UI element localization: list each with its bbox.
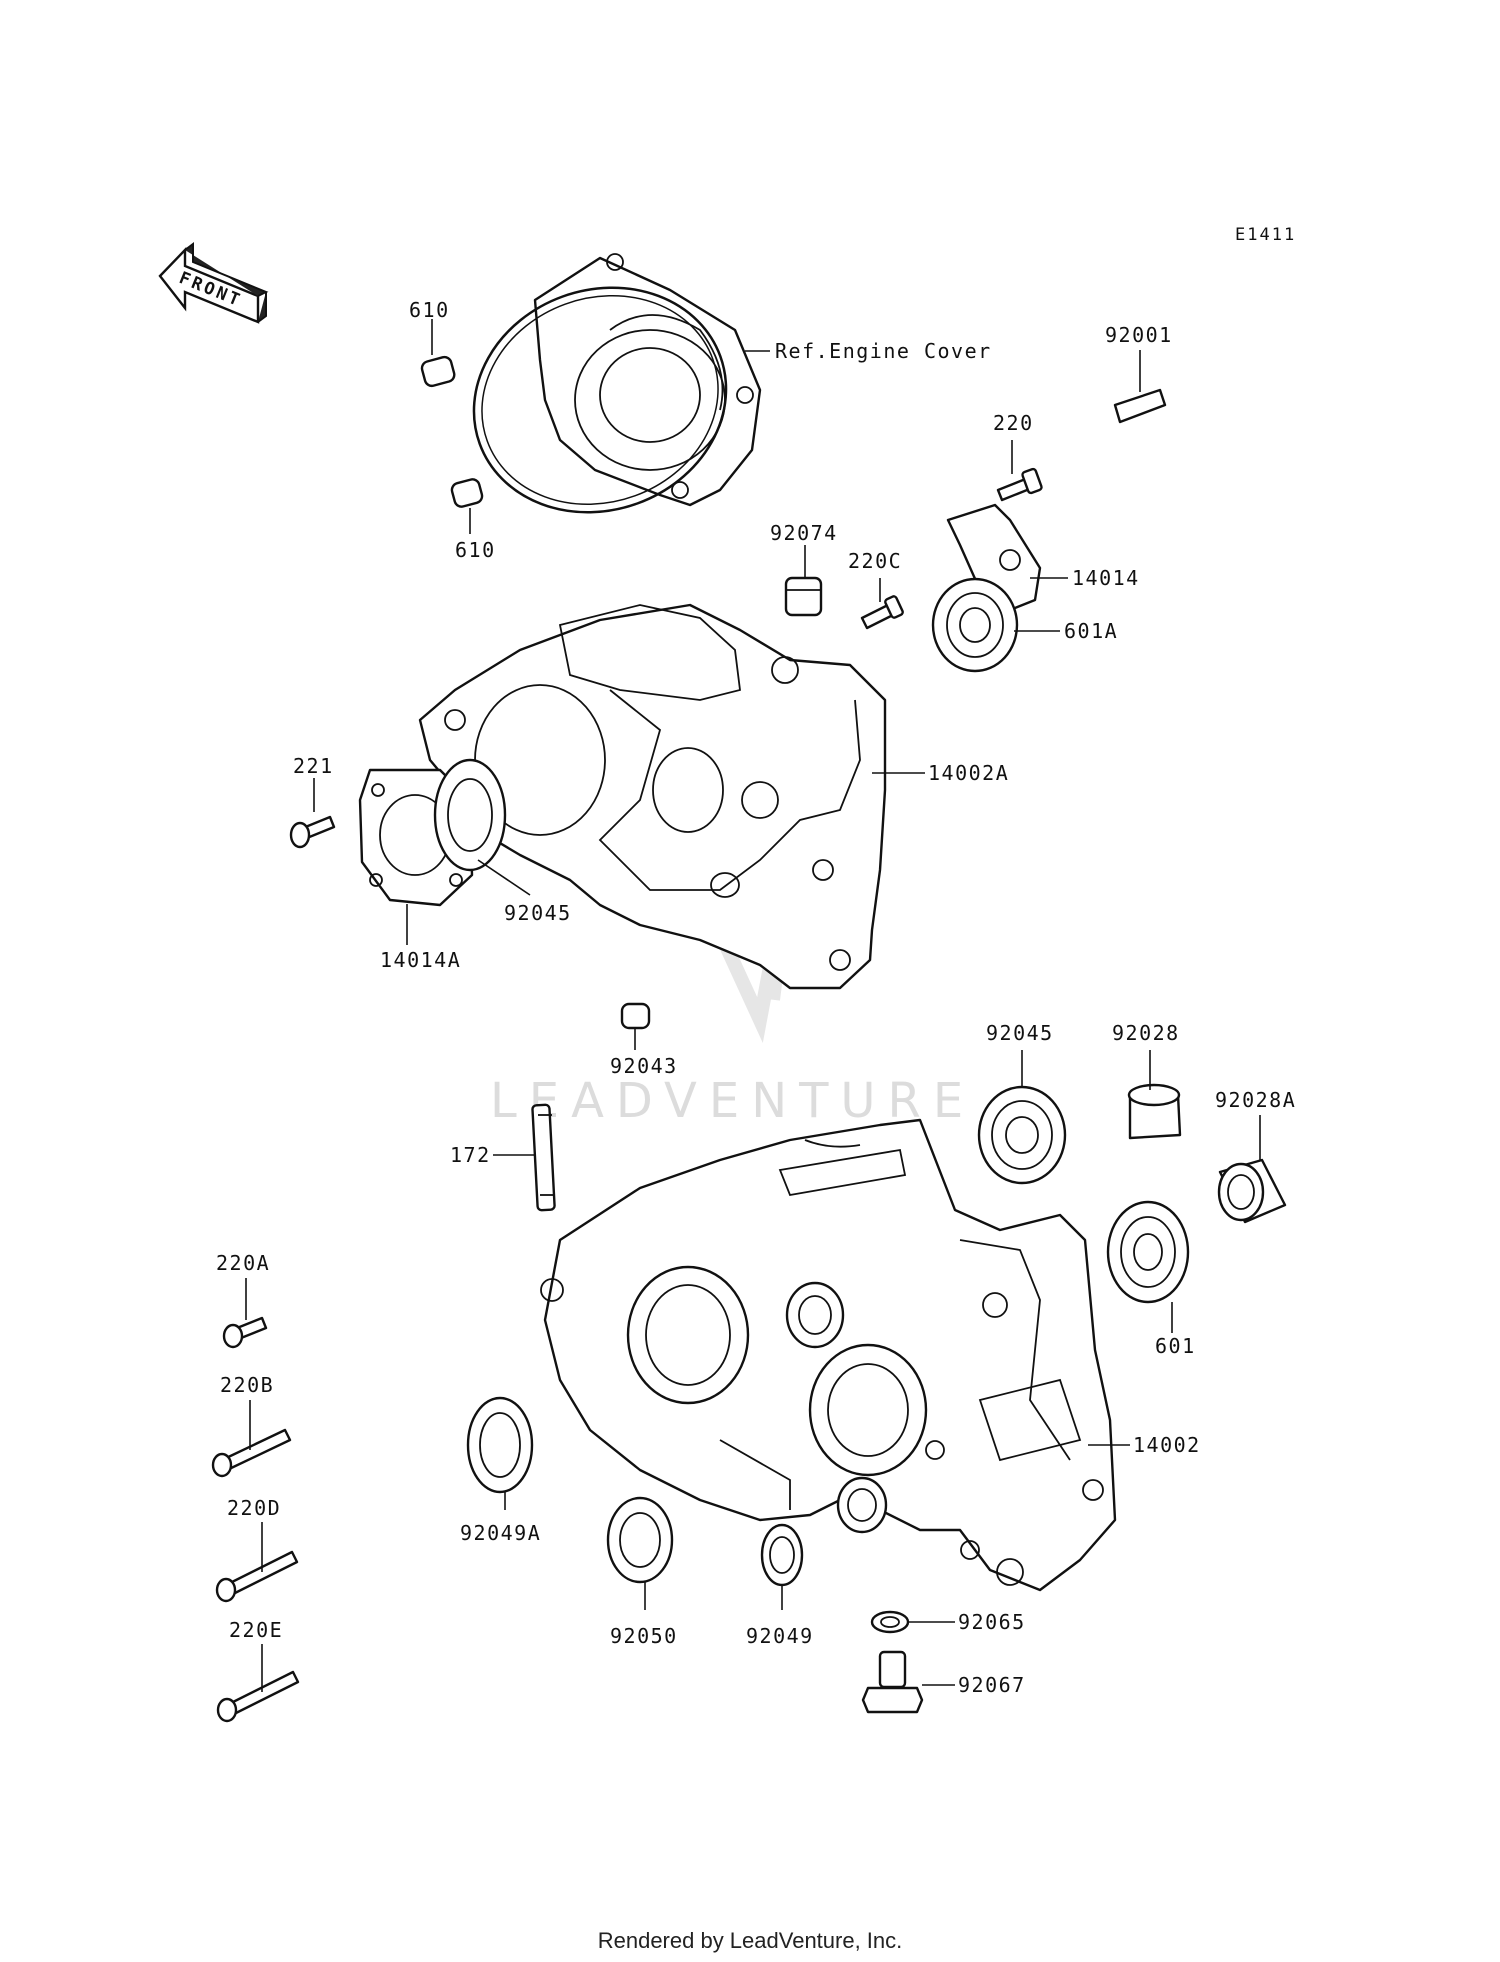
label-221: 221 (293, 754, 334, 778)
crankcase-half-14002 (540, 1118, 1130, 1592)
oil-seal-92049a (466, 1396, 534, 1510)
front-arrow-icon: FRONT (158, 242, 269, 324)
oil-seal-92050 (606, 1496, 674, 1610)
cap-92074 (784, 545, 823, 617)
reference-label: Ref.Engine Cover (775, 339, 992, 363)
label-220: 220 (993, 411, 1034, 435)
label-92028a: 92028A (1215, 1088, 1296, 1112)
label-92045-lower: 92045 (986, 1021, 1054, 1045)
bearing-601a (931, 577, 1060, 673)
label-14014: 14014 (1072, 566, 1140, 590)
label-14002a: 14002A (928, 761, 1009, 785)
stud-172 (493, 1103, 556, 1212)
label-220e: 220E (229, 1618, 283, 1642)
label-92001: 92001 (1105, 323, 1173, 347)
cap-92028 (1127, 1050, 1182, 1140)
label-601: 601 (1155, 1334, 1196, 1358)
label-220b: 220B (220, 1373, 274, 1397)
dowel-pin-610-bottom (450, 478, 484, 534)
drain-plug-92067 (861, 1650, 955, 1714)
dowel-pin-610-top (420, 319, 456, 388)
label-92074: 92074 (770, 521, 838, 545)
bushing-92028a (1217, 1115, 1287, 1224)
fitting-92001 (1113, 350, 1167, 424)
screw-221 (289, 778, 336, 849)
label-14002: 14002 (1133, 1433, 1201, 1457)
label-92050: 92050 (610, 1624, 678, 1648)
watermark-text: LEADVENTURE (490, 1073, 975, 1129)
oil-seal-92049 (760, 1523, 804, 1610)
label-610-bottom: 610 (455, 538, 496, 562)
bolt-220d (215, 1522, 299, 1603)
bolt-220 (996, 440, 1043, 502)
label-601a: 601A (1064, 619, 1118, 643)
label-92028: 92028 (1112, 1021, 1180, 1045)
label-92049: 92049 (746, 1624, 814, 1648)
label-220a: 220A (216, 1251, 270, 1275)
label-92067: 92067 (958, 1673, 1026, 1697)
bolt-220e (216, 1644, 300, 1723)
dowel-92043 (620, 1002, 651, 1050)
bolt-220c (860, 578, 904, 630)
front-label: FRONT (176, 268, 245, 311)
engine-cover (472, 253, 770, 514)
label-220d: 220D (227, 1496, 281, 1520)
crankcase-half-14002a (418, 603, 925, 990)
bolt-220b (211, 1400, 292, 1478)
watermark: LEADVENTURE (490, 847, 975, 1129)
bearing-92045-upper (433, 758, 531, 896)
label-172: 172 (450, 1143, 491, 1167)
bearing-92045-lower (977, 1050, 1067, 1185)
label-220c: 220C (848, 549, 902, 573)
bolt-220a (222, 1278, 268, 1349)
diagram-code: E1411 (1235, 225, 1296, 245)
bearing-601 (1106, 1200, 1190, 1333)
washer-92065 (870, 1610, 955, 1634)
label-92043: 92043 (610, 1054, 678, 1078)
plate-14014 (946, 503, 1068, 612)
label-14014a: 14014A (380, 948, 461, 972)
label-92065: 92065 (958, 1610, 1026, 1634)
label-92049a: 92049A (460, 1521, 541, 1545)
label-92045-upper: 92045 (504, 901, 572, 925)
label-610-top: 610 (409, 298, 450, 322)
footer-credit: Rendered by LeadVenture, Inc. (598, 1928, 903, 1953)
